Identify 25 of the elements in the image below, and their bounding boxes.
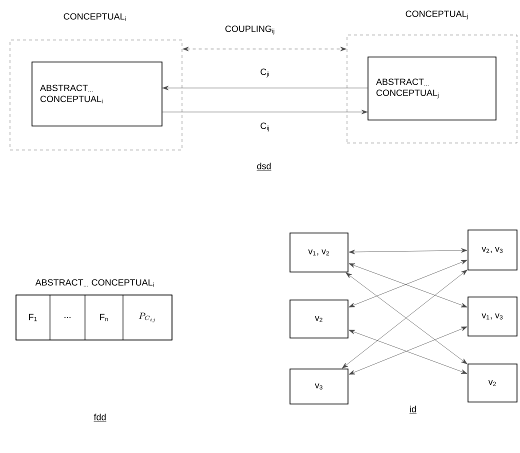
process-box: ABSTRACT$_{...}$ CONCEPTUAL$_{j}$ — [368, 56, 496, 120]
edge-label: C$_{ij}$ — [259, 122, 271, 132]
interface-box: v$_{1}$, v$_{2}$ — [290, 232, 348, 272]
arrow — [162, 86, 368, 90]
interface-box: v$_{1}$, v$_{3}$ — [468, 296, 518, 336]
edge-label: COUPLING$_{ij}$ — [225, 26, 274, 34]
box-heading: CONCEPTUAL$_{i}$ — [64, 13, 126, 21]
interface-box: v$_{2}$ — [468, 364, 518, 402]
box-heading: CONCEPTUAL$_{j}$ — [406, 10, 468, 20]
box-heading: ABSTRACT$_{...}$ CONCEPTUAL$_{i}$ — [35, 279, 154, 287]
diagram-label: dsd — [256, 162, 272, 171]
interface-box: v$_{2}$ — [290, 300, 348, 338]
interface-box: v$_{2}$, v$_{3}$ — [468, 230, 518, 270]
record-cell: F$_{n}$ — [84, 294, 124, 340]
arrow — [162, 110, 368, 114]
interface-box: v$_{3}$ — [290, 368, 348, 404]
record-cell: F$_{1}$ — [16, 294, 50, 340]
process-box: ABSTRACT$_{...}$ CONCEPTUAL$_{i}$ — [32, 62, 162, 126]
edge-label: C$_{ji}$ — [259, 68, 271, 78]
record-cell: $P_{C_{ij}}$ — [122, 294, 172, 340]
arrow — [182, 46, 346, 52]
diagram-label: fdd — [94, 414, 106, 422]
diagram-label: id — [409, 406, 417, 414]
record-cell: ... — [50, 294, 86, 340]
arrow — [348, 248, 468, 254]
